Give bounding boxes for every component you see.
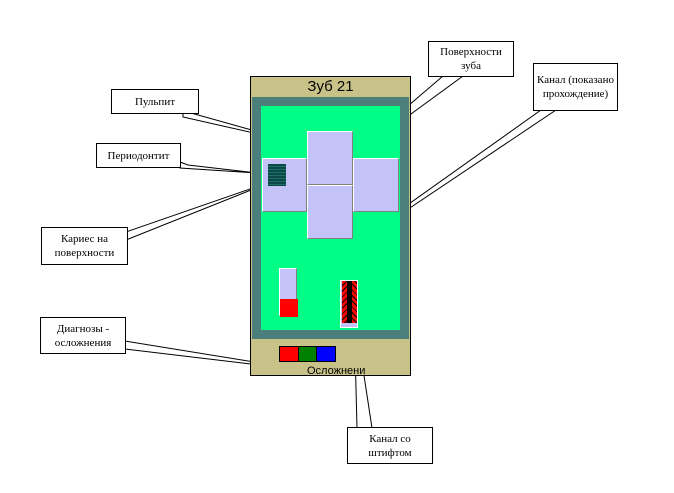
periodontium-frame[interactable] [252, 97, 409, 339]
canal-fill [280, 299, 298, 317]
complications-label: Осложнени [307, 365, 366, 377]
tooth-widget[interactable]: Зуб 21 Осложнени [250, 76, 411, 377]
callout-canal-shown: Канал (показано прохождение) [533, 63, 618, 111]
surface-bottom[interactable] [307, 185, 353, 239]
callout-canal-with-pin: Канал со штифтом [347, 427, 433, 464]
caries-marker [268, 164, 286, 186]
callout-tooth-surfaces: Поверхности зуба [428, 41, 514, 77]
canal-with-pin[interactable] [340, 280, 358, 328]
surface-left[interactable] [262, 158, 307, 212]
callout-periodontitis: Периодонтит [96, 143, 181, 168]
complication-boxes [279, 346, 336, 362]
pin-thread-right [352, 281, 357, 323]
callout-pulpitis: Пульпит [111, 89, 199, 114]
pin-core [347, 281, 352, 323]
complication-red[interactable] [280, 347, 299, 361]
complication-blue[interactable] [317, 347, 336, 361]
pulp-area[interactable] [261, 106, 400, 330]
canal[interactable] [279, 268, 298, 317]
tooth-title: Зуб 21 [307, 78, 354, 95]
surface-top[interactable] [307, 131, 353, 185]
leader-periodontitis [179, 161, 258, 174]
callout-surface-caries: Кариес на поверхности [41, 227, 128, 265]
callout-diagnoses-complications: Диагнозы - осложнения [40, 317, 126, 354]
complication-green[interactable] [298, 347, 318, 361]
surface-right[interactable] [353, 158, 399, 212]
pin-thread-left [342, 281, 347, 323]
